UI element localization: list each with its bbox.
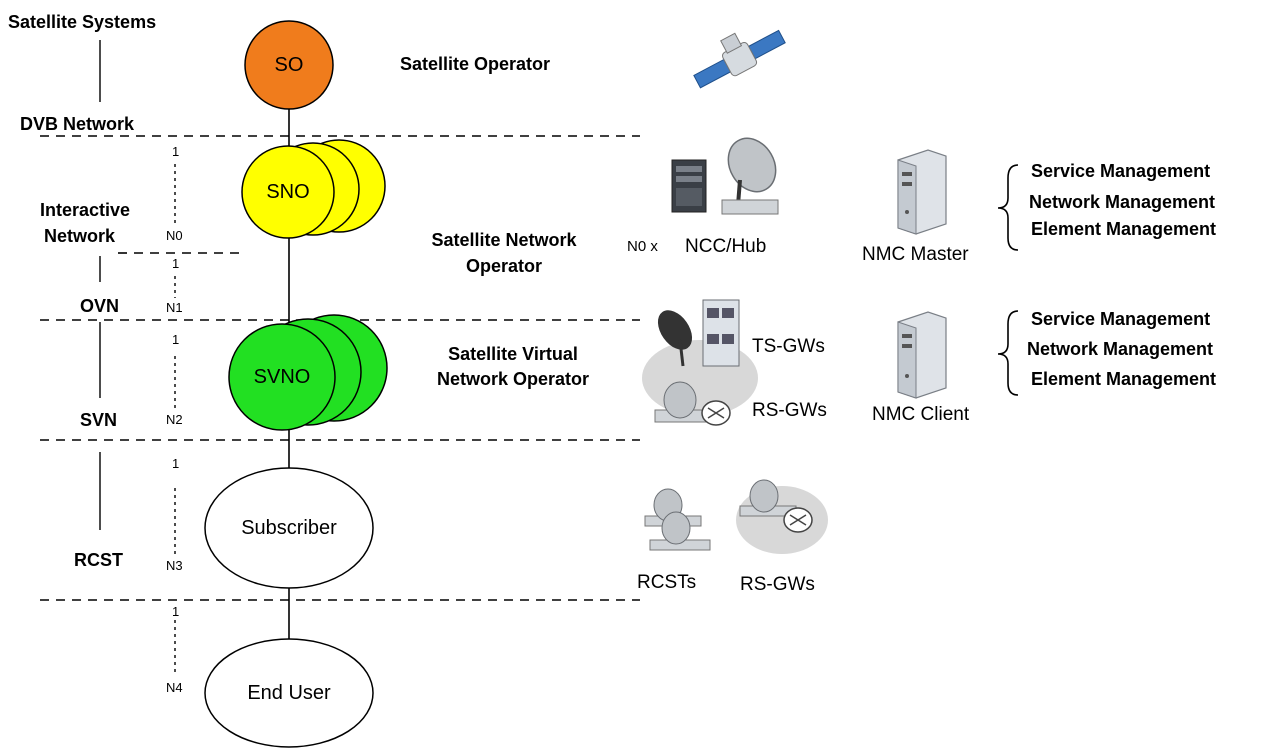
mgmt-client-service: Service Management (1031, 309, 1211, 329)
rs-gws-rcst-label: RS-GWs (740, 574, 815, 595)
mgmt-master-service: Service Management (1031, 161, 1211, 181)
mult-rcst-bottom: N3 (166, 558, 183, 573)
sno-label: SNO (266, 181, 310, 203)
nmc-client-server-icon (897, 311, 947, 399)
level-dvb-network: DVB Network (20, 114, 135, 134)
sno-node (241, 139, 386, 239)
nmc-master-server-icon (897, 149, 947, 235)
level-separators (40, 135, 640, 601)
end-user-node (204, 638, 374, 748)
rcsts-label: RCSTs (637, 572, 697, 593)
mgmt-master-network: Network Management (1029, 192, 1216, 212)
subscriber-node (204, 467, 374, 589)
ncc-hub-icon (671, 137, 779, 215)
level-interactive-line-2: Network (44, 226, 116, 246)
level-satellite-systems: Satellite Systems (8, 12, 157, 32)
level-rcst: RCST (74, 550, 123, 570)
mult-sno-bottom: N0 (166, 228, 183, 243)
brace-master (997, 164, 1019, 251)
so-node (244, 20, 334, 110)
mgmt-master-element: Element Management (1031, 219, 1217, 239)
ts-gw-icon (642, 299, 758, 416)
rs-gw-rcst-icon (736, 479, 828, 554)
mgmt-client-element: Element Management (1031, 369, 1217, 389)
role-svno-line-2: Network Operator (436, 369, 590, 389)
role-svno-line-1: Satellite Virtual (448, 344, 578, 364)
mult-user-top: 1 (172, 604, 180, 619)
end-user-label: End User (247, 682, 331, 704)
rs-gw-icon (654, 381, 731, 426)
rcsts-icon (644, 488, 711, 551)
mult-ovn-top: 1 (172, 256, 180, 271)
subscriber-label: Subscriber (241, 517, 337, 539)
mult-svn-bottom: N2 (166, 412, 183, 427)
satellite-icon (693, 29, 786, 89)
rs-gws-svn-label: RS-GWs (752, 400, 827, 421)
ts-gws-label: TS-GWs (752, 336, 825, 357)
brace-client (997, 310, 1019, 396)
svno-node (228, 314, 388, 431)
mult-rcst-top: 1 (172, 456, 180, 471)
level-ovn: OVN (80, 296, 120, 316)
role-sno-line-1: Satellite Network (431, 230, 577, 250)
svno-label: SVNO (253, 366, 311, 388)
level-svn: SVN (80, 410, 118, 430)
mgmt-client-network: Network Management (1027, 339, 1214, 359)
n0-x-label: N0 x (627, 238, 658, 255)
mult-ovn-bottom: N1 (166, 300, 183, 315)
mult-sno-top: 1 (172, 144, 180, 159)
ncc-hub-label: NCC/Hub (685, 236, 767, 257)
mult-svn-top: 1 (172, 332, 180, 347)
level-interactive-line-1: Interactive (40, 200, 131, 220)
nmc-client-label: NMC Client (872, 404, 970, 425)
nmc-master-label: NMC Master (862, 244, 969, 265)
so-label: SO (274, 54, 304, 76)
role-satellite-operator: Satellite Operator (400, 54, 551, 74)
mult-user-bottom: N4 (166, 680, 183, 695)
role-sno-line-2: Operator (465, 256, 543, 276)
